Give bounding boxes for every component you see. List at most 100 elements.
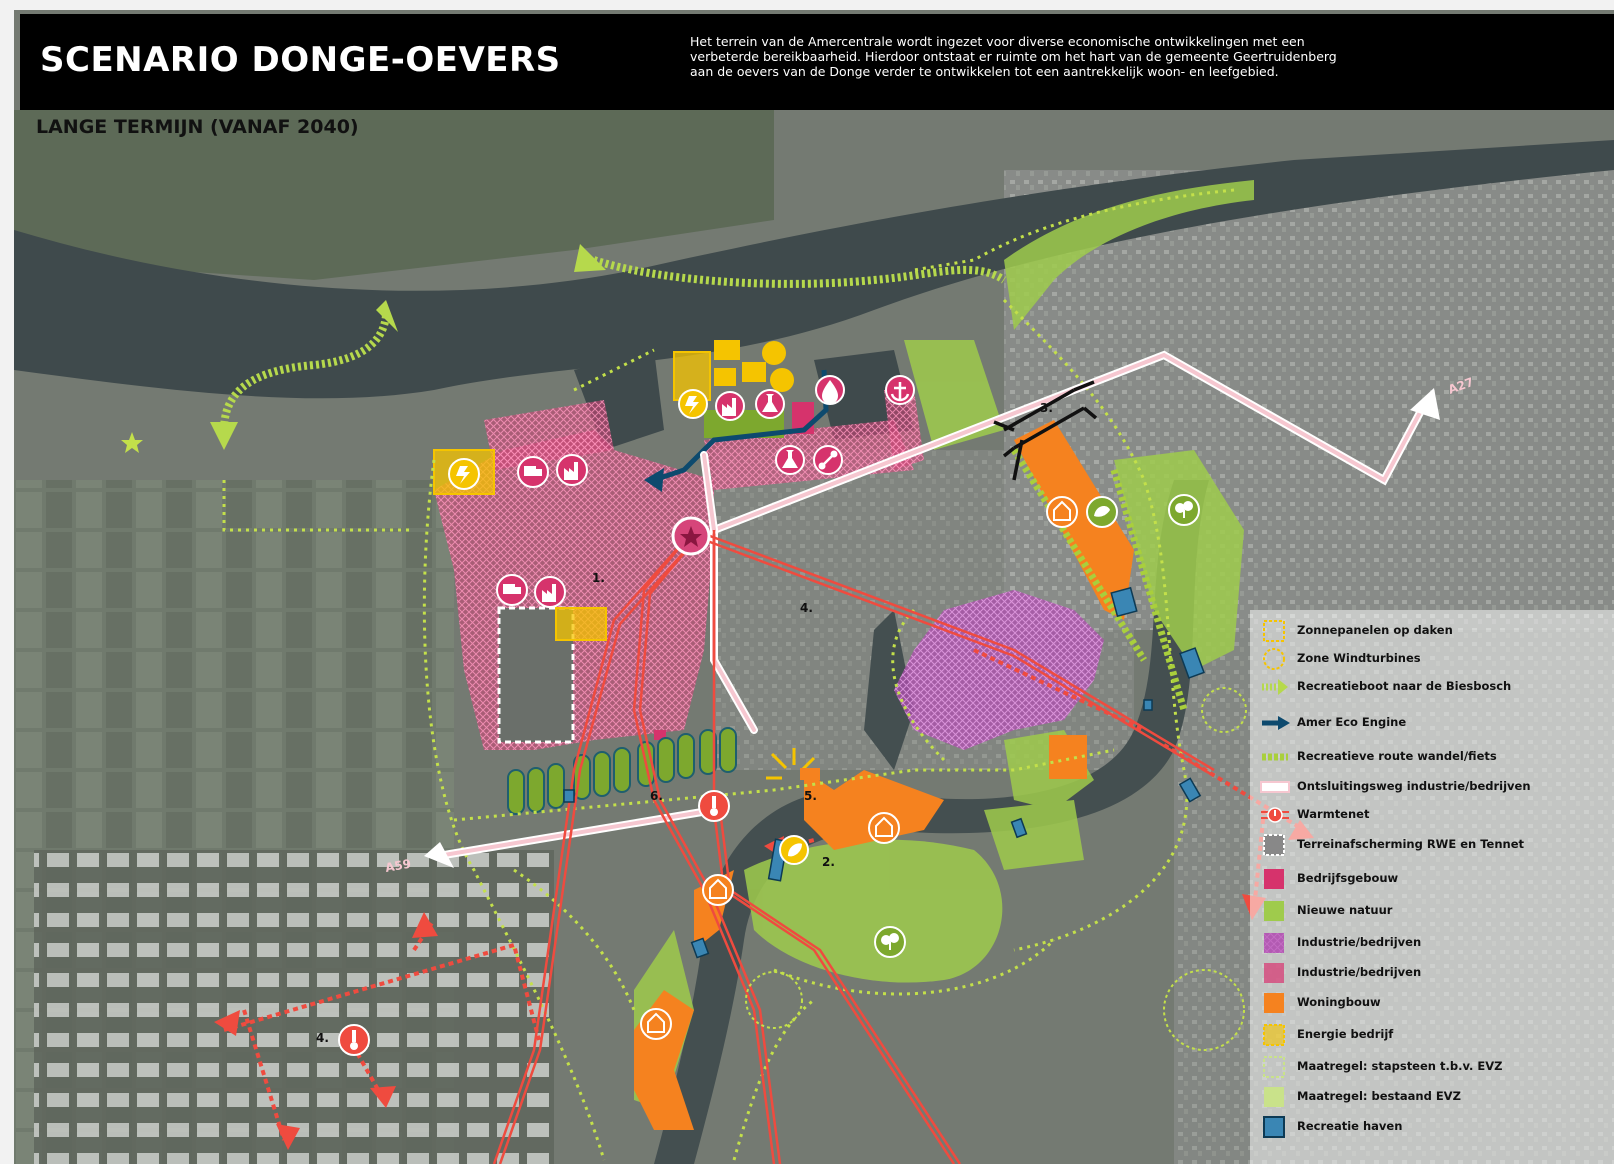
tree-icon-east [1168, 494, 1200, 526]
legend-item-stepstone: Maatregel: stapsteen t.b.v. EVZ [1260, 1054, 1610, 1080]
heat-arrow-sw [276, 1124, 300, 1150]
wind-zone-icon [1263, 648, 1285, 670]
greenhouses-south [34, 850, 554, 1164]
legend-label: Ontsluitingsweg industrie/bedrijven [1297, 779, 1531, 793]
legend-item-access: Ontsluitingsweg industrie/bedrijven [1260, 774, 1610, 800]
site-screen-icon [1263, 834, 1285, 856]
legend-label: Warmtenet [1297, 807, 1370, 821]
map-icons [121, 375, 1200, 1056]
legend-item-ind-purple: Industrie/bedrijven [1260, 930, 1610, 956]
legend-label: Recreatieboot naar de Biesbosch [1297, 679, 1512, 693]
recreation-route-bold [1011, 448, 1188, 711]
stepping-stones [745, 687, 1247, 1051]
company-small-5 [800, 768, 820, 780]
legend-label: Industrie/bedrijven [1297, 965, 1422, 979]
map-frame: A27 A59 1. 2. 3. 4. 4. 5. 6. SCENARIO DO… [14, 10, 1614, 1164]
factory-icon-south [534, 576, 566, 608]
leaf-energy-icon [779, 835, 809, 865]
energy-icon-port [678, 389, 708, 419]
boat-routes [220, 256, 1007, 431]
pipeline-icon [813, 445, 843, 475]
intro-text: Het terrein van de Amercentrale wordt in… [690, 34, 1390, 79]
factory-icon-port [715, 391, 745, 421]
energy-zones [433, 351, 711, 641]
label-site-5: 5. [804, 789, 817, 803]
legend-label: Maatregel: stapsteen t.b.v. EVZ [1297, 1059, 1503, 1073]
eco-engine-arrow [644, 468, 664, 492]
eco-engine-icon [1262, 716, 1290, 730]
house-icon-north [1046, 496, 1078, 528]
legend-label: Recreatie haven [1297, 1119, 1403, 1133]
lab-flask-icon-east [775, 445, 805, 475]
label-site-3: 3. [1040, 401, 1053, 415]
intro-line: aan de oevers van de Donge verder te ont… [690, 64, 1279, 79]
solar-roof-icon [1263, 620, 1285, 642]
legend-item-nature: Nieuwe natuur [1260, 898, 1610, 924]
legend-label: Zonnepanelen op daken [1297, 623, 1453, 637]
legend-item-housing: Woningbouw [1260, 990, 1610, 1016]
stepstone-icon [1263, 1056, 1285, 1078]
legend-label: Bedrijfsgebouw [1297, 871, 1399, 885]
harbour-icon [1263, 1116, 1285, 1138]
boat-arrow-north [574, 244, 606, 272]
boat-arrow-south [210, 422, 238, 450]
a27-arrow [1410, 388, 1440, 420]
wind-burst-5 [766, 748, 816, 780]
industry-pink-icon [1264, 963, 1284, 983]
house-icon-south [640, 1008, 672, 1040]
legend-item-ind-pink: Industrie/bedrijven [1260, 960, 1610, 986]
legend-item-wind: Zone Windturbines [1260, 646, 1610, 672]
bridge-3 [993, 380, 1098, 481]
legend-label: Woningbouw [1297, 995, 1381, 1009]
factory-icon-north [556, 454, 588, 486]
legend-item-screen: Terreinafscherming RWE en Tennet [1260, 832, 1610, 858]
intro-line: Het terrein van de Amercentrale wordt in… [690, 34, 1305, 49]
map-legend: Zonnepanelen op daken Zone Windturbines … [1250, 610, 1614, 1164]
intro-line: verbeterde bereikbaarheid. Hierdoor onts… [690, 49, 1337, 64]
new-nature-icon [1264, 901, 1284, 921]
page-title: SCENARIO DONGE-OEVERS [40, 40, 561, 80]
label-site-4-south: 4. [316, 1031, 329, 1045]
legend-item-energy: Energie bedrijf [1260, 1022, 1610, 1048]
thermometer-icon-hub [698, 790, 730, 822]
heat-arrow-s [370, 1086, 396, 1108]
legend-label: Terreinafscherming RWE en Tennet [1297, 837, 1524, 851]
legend-item-eco: Amer Eco Engine [1260, 710, 1610, 736]
heat-arrow-west [214, 1010, 240, 1036]
legend-item-company: Bedrijfsgebouw [1260, 866, 1610, 892]
energy-icon-west [448, 458, 480, 490]
energy-company-icon [1263, 1024, 1285, 1046]
northern-marsh [14, 110, 774, 280]
legend-item-solar: Zonnepanelen op daken [1260, 618, 1610, 644]
legend-label: Nieuwe natuur [1297, 903, 1393, 917]
tree-icon-south [874, 926, 906, 958]
industry-purple-icon [1264, 933, 1284, 953]
legend-label: Maatregel: bestaand EVZ [1297, 1089, 1461, 1103]
legend-label: Recreatieve route wandel/fiets [1297, 749, 1497, 763]
industry-pink-north [484, 400, 614, 470]
thermometer-icon-greenhouses [338, 1024, 370, 1056]
heat-network [492, 528, 1215, 1164]
house-icon-center [868, 812, 900, 844]
page-subtitle: LANGE TERMIJN (VANAF 2040) [36, 116, 359, 138]
heat-network-icon [1261, 807, 1289, 823]
legend-item-boat: Recreatieboot naar de Biesbosch [1260, 674, 1610, 700]
legend-item-route: Recreatieve route wandel/fiets [1260, 744, 1610, 770]
heat-arrow-n [412, 912, 438, 938]
boat-arrow-west [376, 300, 398, 332]
access-road-icon [1260, 781, 1290, 793]
nature-icon-north [1086, 496, 1118, 528]
label-site-4-center: 4. [800, 601, 813, 615]
house-icon-west [702, 874, 734, 906]
label-a59: A59 [384, 857, 412, 875]
legend-label: Amer Eco Engine [1297, 715, 1407, 729]
legend-item-evz: Maatregel: bestaand EVZ [1260, 1084, 1610, 1110]
label-site-1: 1. [592, 571, 605, 585]
boat-route-icon [1262, 679, 1288, 695]
river-donge [654, 480, 1209, 1164]
recreation-route-icon [1262, 753, 1288, 761]
housing-icon [1264, 993, 1284, 1013]
legend-item-heat: Warmtenet [1260, 802, 1610, 828]
truck-icon-south [496, 574, 528, 606]
legend-label: Zone Windturbines [1297, 651, 1421, 665]
